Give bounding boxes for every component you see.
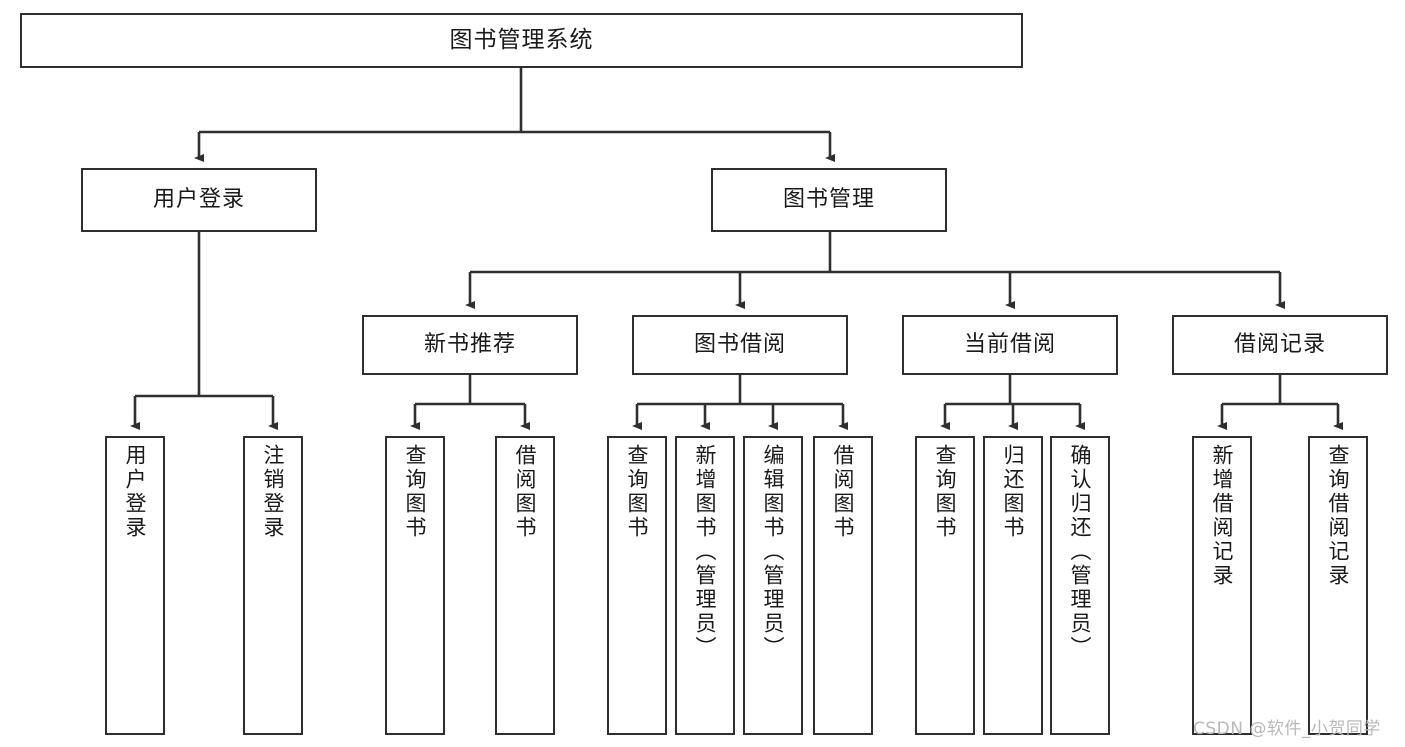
node-leaf-edit-book[interactable]: 编辑图书（管理员） [743, 436, 803, 735]
node-borrow-record[interactable]: 借阅记录 [1172, 315, 1388, 375]
node-leaf-borrow-book-2[interactable]: 借阅图书 [813, 436, 873, 735]
node-label: 确认归还（管理员） [1068, 444, 1093, 660]
node-label: 用户登录 [152, 187, 245, 213]
node-root-system[interactable]: 图书管理系统 [20, 13, 1023, 68]
node-book-borrow[interactable]: 图书借阅 [632, 315, 848, 375]
node-leaf-add-book[interactable]: 新增图书（管理员） [675, 436, 735, 735]
node-label: 用户登录 [123, 444, 148, 540]
node-leaf-confirm-return[interactable]: 确认归还（管理员） [1050, 436, 1110, 735]
csdn-watermark: CSDN @软件_小贺同学 [1193, 719, 1381, 739]
node-label: 查询图书 [403, 444, 428, 540]
node-label: 查询图书 [933, 444, 958, 540]
node-label: 当前借阅 [963, 332, 1056, 358]
node-new-book-recommend[interactable]: 新书推荐 [362, 315, 578, 375]
node-label: 借阅图书 [831, 444, 856, 540]
node-label: 新增借阅记录 [1210, 444, 1235, 588]
node-current-borrow[interactable]: 当前借阅 [902, 315, 1118, 375]
node-leaf-add-record[interactable]: 新增借阅记录 [1192, 436, 1252, 735]
node-label: 查询借阅记录 [1326, 444, 1351, 588]
node-label: 图书借阅 [693, 332, 786, 358]
node-label: 图书管理系统 [449, 26, 594, 53]
node-leaf-return-book[interactable]: 归还图书 [983, 436, 1043, 735]
node-label: 新增图书（管理员） [693, 444, 718, 660]
node-label: 借阅图书 [513, 444, 538, 540]
node-label: 归还图书 [1001, 444, 1026, 540]
node-label: 新书推荐 [423, 332, 516, 358]
node-label: 查询图书 [625, 444, 650, 540]
node-leaf-user-login[interactable]: 用户登录 [105, 436, 165, 735]
node-label: 借阅记录 [1233, 332, 1326, 358]
node-label: 注销登录 [261, 444, 286, 540]
node-leaf-query-book-2[interactable]: 查询图书 [607, 436, 667, 735]
node-leaf-borrow-book-1[interactable]: 借阅图书 [495, 436, 555, 735]
node-user-login[interactable]: 用户登录 [81, 168, 317, 232]
node-leaf-query-book-3[interactable]: 查询图书 [915, 436, 975, 735]
node-label: 编辑图书（管理员） [761, 444, 786, 660]
node-label: 图书管理 [782, 187, 875, 213]
node-book-manage[interactable]: 图书管理 [711, 168, 947, 232]
node-leaf-query-record[interactable]: 查询借阅记录 [1308, 436, 1368, 735]
node-leaf-query-book-1[interactable]: 查询图书 [385, 436, 445, 735]
node-leaf-logout-login[interactable]: 注销登录 [243, 436, 303, 735]
